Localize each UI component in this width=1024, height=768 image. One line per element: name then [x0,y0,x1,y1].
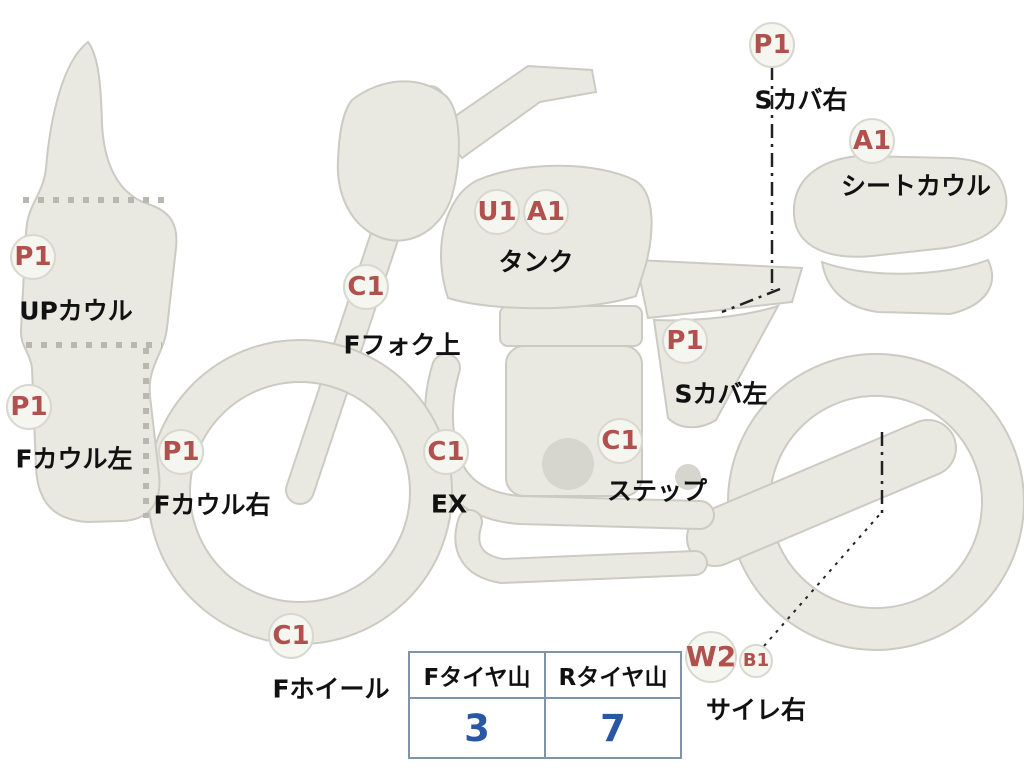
part-label-f-wheel: Fホイール [272,674,390,704]
headlight-shape [336,80,460,242]
damage-badge-silencer-b1: B1 [739,644,773,678]
tail-lower-shape [820,258,994,316]
part-label-scover-left: Sカバ左 [674,379,768,409]
rear-tire-value: 7 [544,697,682,759]
part-label-f-cowl-left: Fカウル左 [15,444,133,474]
damage-badge-seat-cowl: A1 [849,118,895,164]
damage-badge-scover-left: P1 [662,318,708,364]
damage-badge-ex: C1 [423,429,469,475]
part-label-silencer-right: サイレ右 [705,695,807,725]
part-label-up-cowl: UPカウル [19,296,133,326]
part-label-ex: EX [430,489,468,519]
damage-badge-tank-a1: A1 [523,189,569,235]
scover-right-leader-tip [721,287,781,314]
rear-frame-shape [634,258,804,320]
damage-badge-up-cowl: P1 [10,234,56,280]
damage-badge-f-fork-upper: C1 [343,264,389,310]
tank-shape [440,164,653,310]
footpeg-circle [675,464,701,490]
rear-wheel-shape [726,353,1024,651]
front-tire-value: 3 [408,697,546,759]
damage-badge-f-cowl-right: P1 [158,429,204,475]
front-wheel-shape [146,339,454,645]
tire-tread-table: Fタイヤ山 Rタイヤ山 3 7 [408,651,682,759]
cowl-panel-lines [23,197,172,518]
damage-badge-scover-right: P1 [749,22,795,68]
front-tire-header: Fタイヤ山 [408,651,546,699]
part-label-seat-cowl: シートカウル [840,171,992,201]
tire-table-header-row: Fタイヤ山 Rタイヤ山 [408,651,682,699]
damage-badge-step: C1 [597,418,643,464]
exhaust-pipe2-shape-fill [456,511,706,583]
part-label-scover-right: Sカバ右 [754,85,848,115]
silencer-shape-fill [688,421,955,565]
handlebar-shape [436,64,598,160]
engine-crank-circle [542,438,594,490]
damage-badge-tank-u1: U1 [474,189,520,235]
damage-badge-f-wheel: C1 [268,613,314,659]
silencer-leader-line [763,513,881,647]
part-label-step: ステップ [606,476,708,506]
part-label-tank: タンク [498,247,574,277]
front-cowl-shape [19,40,178,524]
tire-table-value-row: 3 7 [408,697,682,759]
damage-badge-silencer-w2: W2 [685,631,737,683]
airbox-shape [499,305,643,347]
part-label-f-cowl-right: Fカウル右 [153,490,271,520]
damage-badge-f-cowl-left: P1 [6,384,52,430]
rear-tire-header: Rタイヤ山 [544,651,682,699]
seat-cowl-shape [792,154,1008,258]
leader-lines [721,66,884,647]
part-label-f-fork-upper: Fフォク上 [343,330,461,360]
